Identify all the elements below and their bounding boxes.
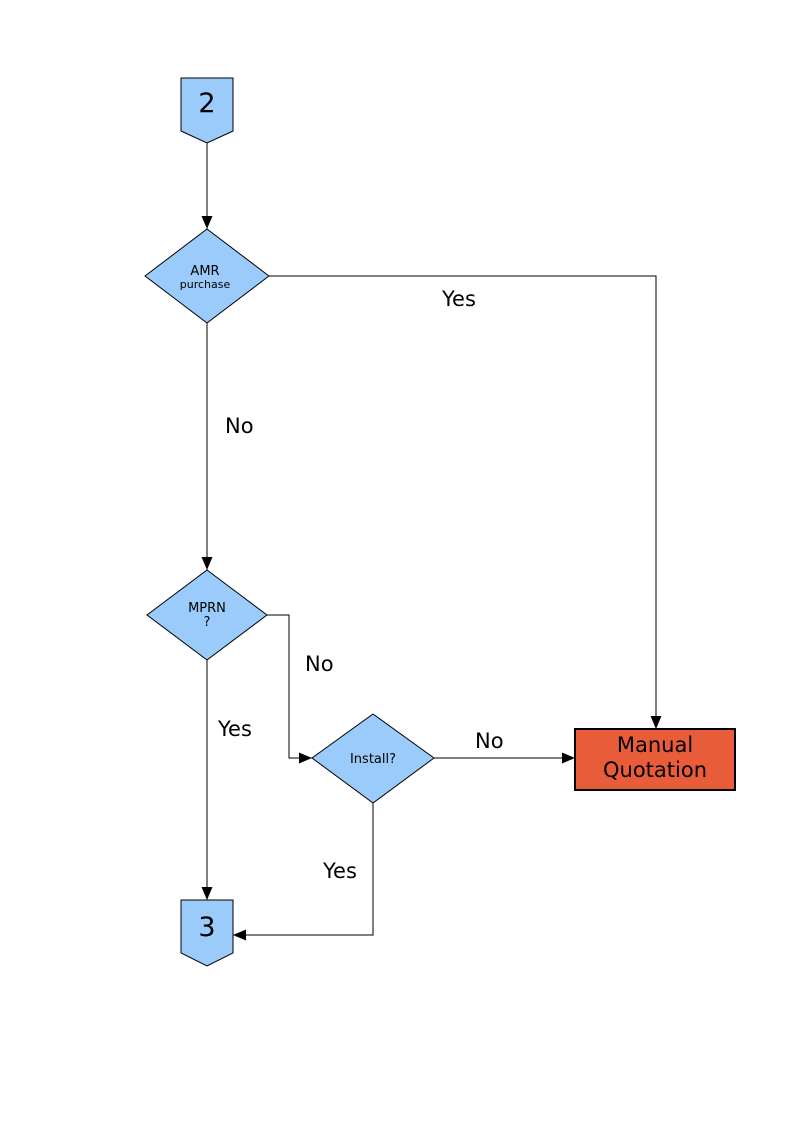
connector-2-label: 2 — [198, 88, 215, 119]
edge-label-install-yes: Yes — [322, 859, 357, 883]
connector-3-label: 3 — [198, 912, 215, 943]
manual-quotation-label-line2: Quotation — [603, 758, 707, 782]
node-connector-3: 3 — [180, 899, 234, 967]
edge-label-mprn-no: No — [305, 652, 334, 676]
edge-label-install-no: No — [475, 729, 504, 753]
node-connector-2: 2 — [180, 77, 234, 144]
manual-quotation-label-line1: Manual — [617, 733, 693, 757]
node-install-decision: Install? — [311, 713, 435, 804]
node-manual-quotation: Manual Quotation — [574, 728, 736, 791]
connector-3-shape — [180, 899, 234, 967]
amr-decision-label-line2: purchase — [180, 278, 231, 291]
mprn-decision-label-line1: MPRN — [188, 601, 226, 616]
node-amr-decision: AMR purchase — [144, 228, 270, 324]
install-decision-shape — [311, 713, 435, 804]
install-decision-label: Install? — [350, 752, 396, 767]
edge-amr-yes-to-manual-quotation — [269, 275, 662, 729]
mprn-decision-shape — [146, 569, 268, 661]
node-mprn-decision: MPRN ? — [146, 569, 268, 661]
edge-label-amr-yes: Yes — [441, 287, 476, 311]
mprn-decision-label-line2: ? — [204, 615, 211, 630]
edge-label-amr-no: No — [225, 414, 254, 438]
manual-quotation-shape — [574, 728, 736, 791]
amr-decision-label-line1: AMR — [190, 264, 219, 279]
connector-2-shape — [180, 77, 234, 144]
edge-label-mprn-yes: Yes — [217, 717, 252, 741]
edge-mprn-no-to-install — [267, 614, 312, 764]
edge-install-yes-to-connector3 — [233, 803, 374, 941]
amr-decision-shape — [144, 228, 270, 324]
